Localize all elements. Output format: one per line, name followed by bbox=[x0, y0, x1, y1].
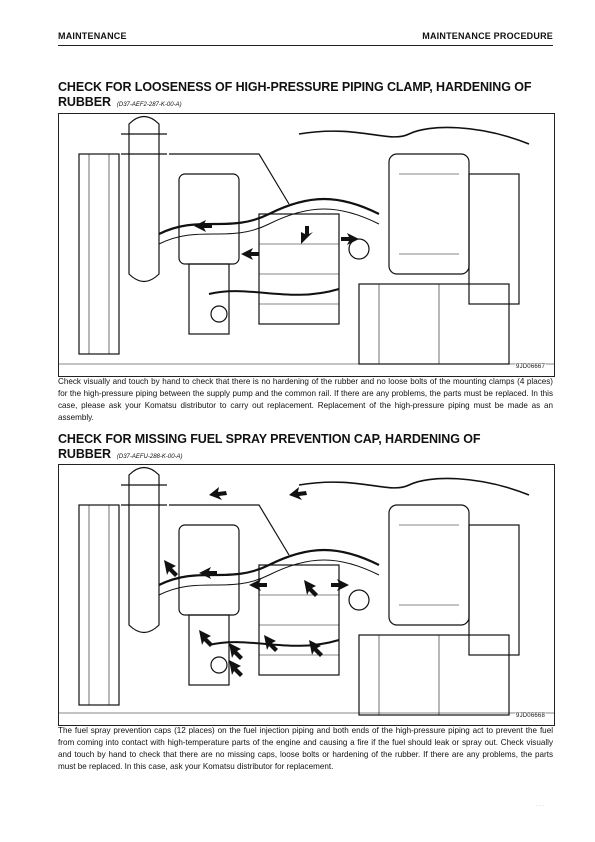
header-section-label: MAINTENANCE bbox=[58, 31, 127, 41]
section-1-body: Check visually and touch by hand to chec… bbox=[58, 377, 553, 422]
engine-illustration-1 bbox=[59, 115, 554, 365]
figure-engine-piping-clamps: 9JD06667 bbox=[58, 113, 555, 377]
page-corner-mark: · · · bbox=[536, 803, 544, 809]
engine-illustration-2 bbox=[59, 466, 554, 716]
section-1-title-text: CHECK FOR LOOSENESS OF HIGH-PRESSURE PIP… bbox=[58, 80, 532, 109]
header-chapter-label: MAINTENANCE PROCEDURE bbox=[422, 31, 553, 41]
section-1-title: CHECK FOR LOOSENESS OF HIGH-PRESSURE PIP… bbox=[58, 80, 553, 113]
section-2-body: The fuel spray prevention caps (12 place… bbox=[58, 726, 553, 771]
section-2-title: CHECK FOR MISSING FUEL SPRAY PREVENTION … bbox=[58, 432, 553, 465]
figure-1-id: 9JD06667 bbox=[515, 364, 546, 370]
section-2-code: (D37-AEFU-288-K-00-A) bbox=[116, 454, 183, 460]
figure-engine-spray-caps: 9JD06668 bbox=[58, 464, 555, 726]
page-header: MAINTENANCE MAINTENANCE PROCEDURE bbox=[58, 31, 553, 46]
section-1-code: (D37-AEF2-287-K-00-A) bbox=[116, 102, 182, 108]
section-2-title-text: CHECK FOR MISSING FUEL SPRAY PREVENTION … bbox=[58, 432, 481, 461]
figure-2-id: 9JD06668 bbox=[515, 713, 546, 719]
